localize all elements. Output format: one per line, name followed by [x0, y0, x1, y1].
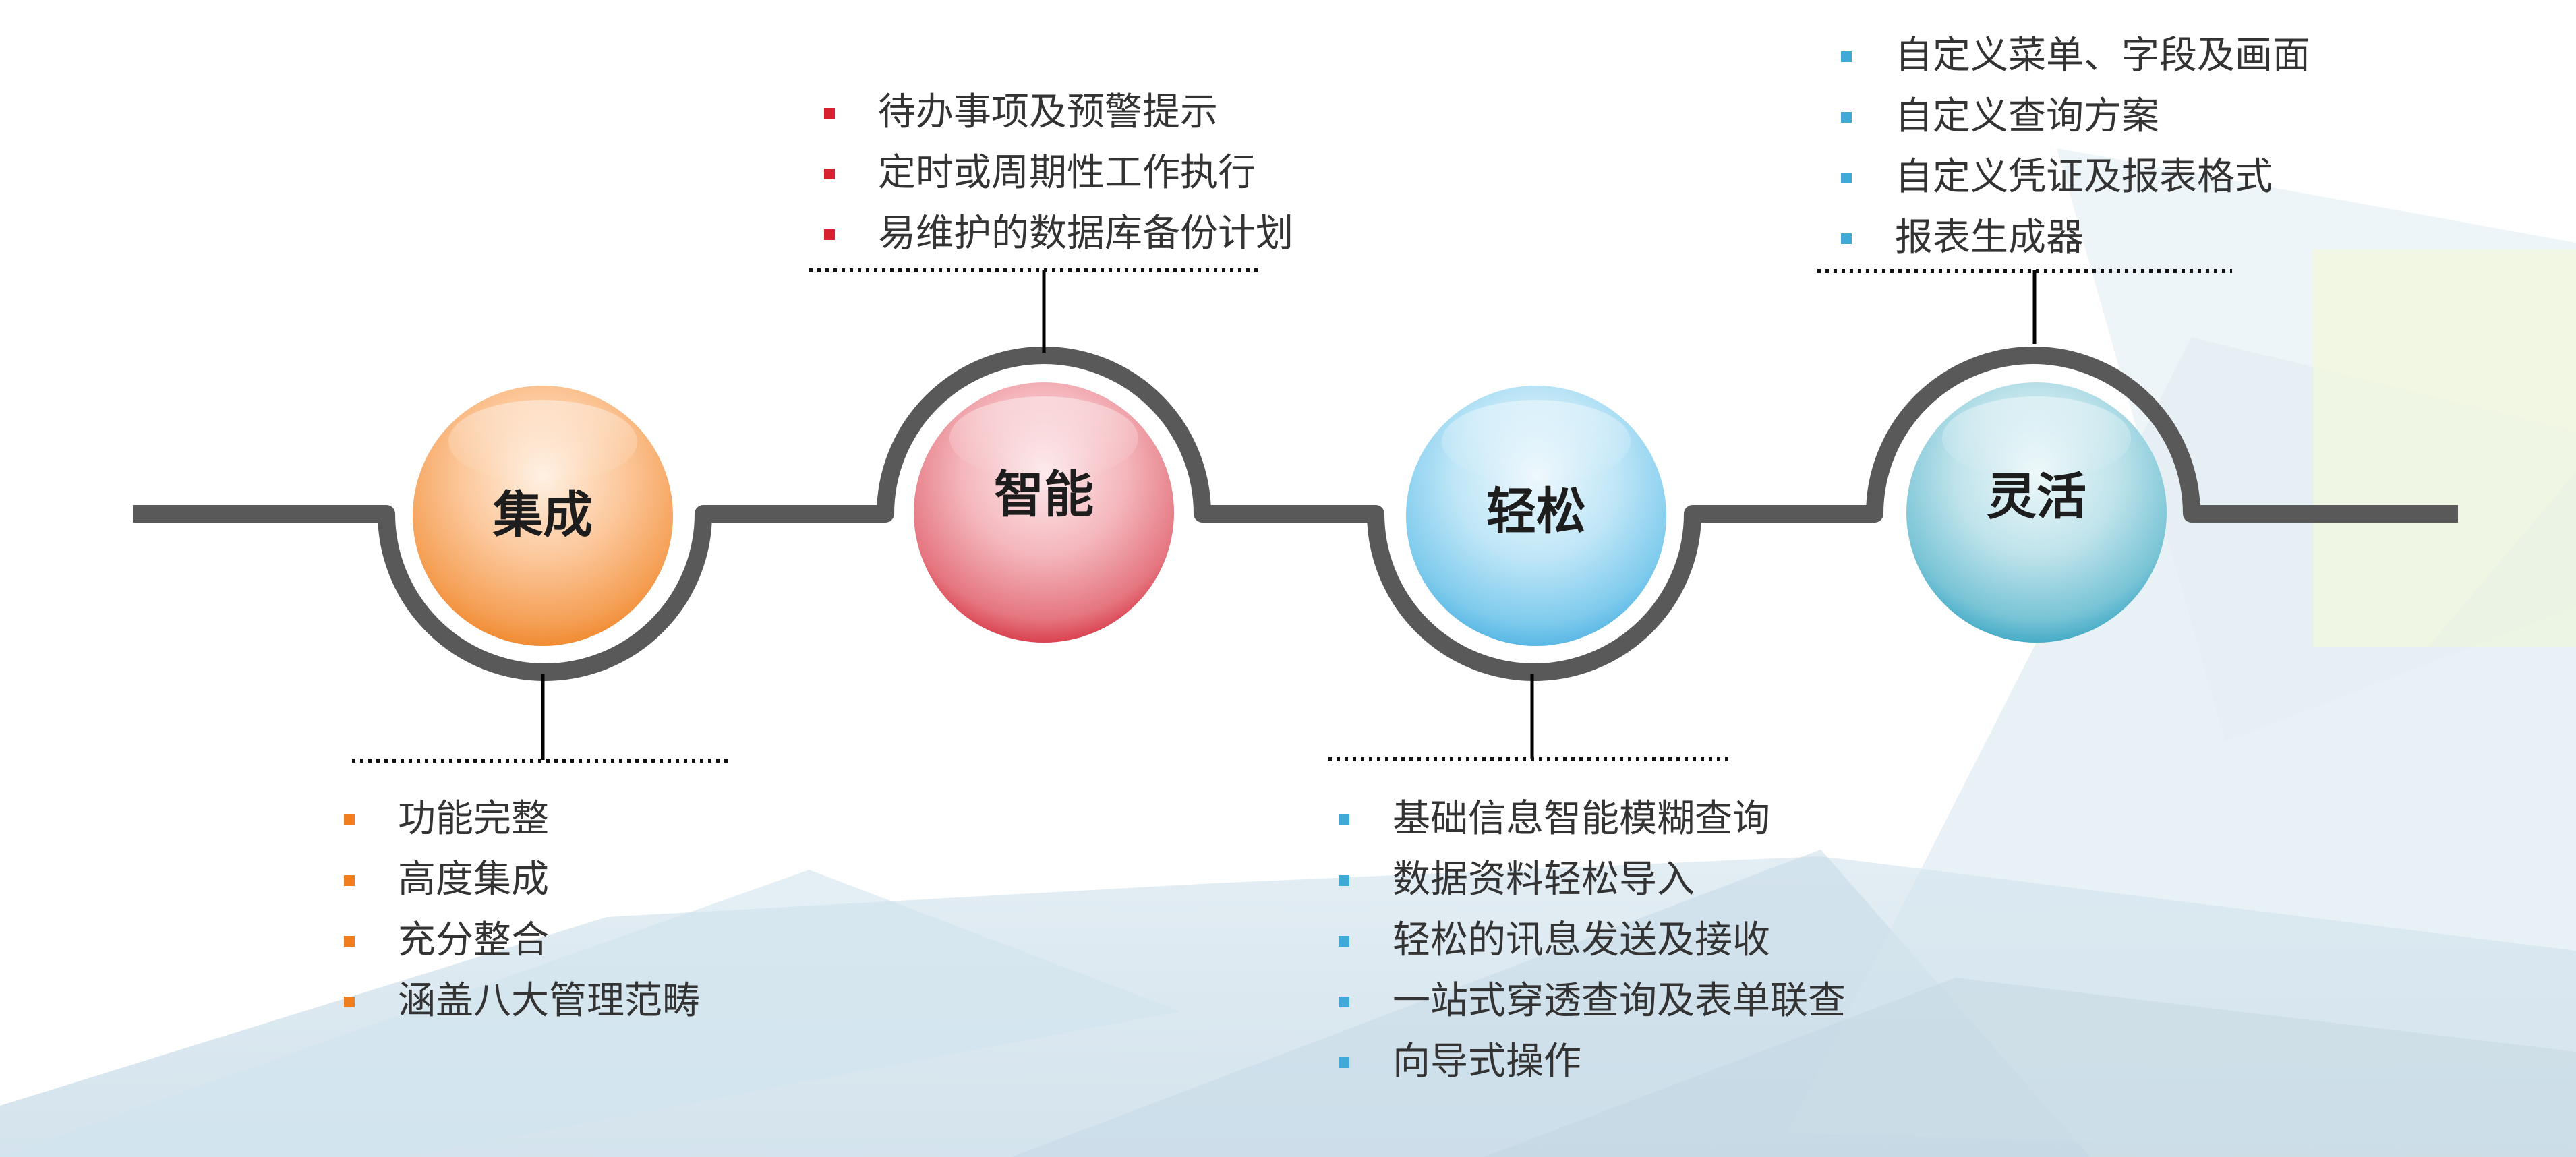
list-item-text: 一站式穿透查询及表单联查	[1393, 979, 1846, 1023]
square-bullet-icon	[1339, 814, 1349, 825]
list-item-text: 轻松的讯息发送及接收	[1393, 918, 1770, 962]
list-item: 高度集成	[344, 850, 700, 910]
list-item-text: 定时或周期性工作执行	[878, 151, 1256, 195]
bg-shard-lime-2	[2313, 249, 2576, 647]
list-item: 待办事项及预警提示	[824, 82, 1293, 143]
list-item-text: 高度集成	[398, 858, 549, 901]
list-item-text: 功能完整	[398, 797, 549, 841]
square-bullet-icon	[824, 229, 835, 240]
node-label-jicheng: 集成	[493, 486, 593, 544]
square-bullet-icon	[1339, 1057, 1349, 1068]
node-zhineng-sphere	[914, 382, 1174, 643]
list-item: 一站式穿透查询及表单联查	[1339, 971, 1846, 1032]
square-bullet-icon	[1339, 936, 1349, 947]
node-qingsong-sphere	[1406, 386, 1666, 646]
list-item: 向导式操作	[1339, 1032, 1846, 1092]
list-item-text: 向导式操作	[1393, 1040, 1581, 1084]
list-item: 自定义查询方案	[1841, 86, 2310, 147]
square-bullet-icon	[824, 169, 835, 179]
list-item: 报表生成器	[1841, 208, 2310, 268]
timeline-track	[133, 347, 2458, 681]
list-item-text: 易维护的数据库备份计划	[878, 212, 1293, 256]
bullet-list-qingsong: 基础信息智能模糊查询 数据资料轻松导入 轻松的讯息发送及接收 一站式穿透查询及表…	[1339, 789, 1846, 1092]
bullet-list-jicheng: 功能完整 高度集成 充分整合 涵盖八大管理范畴	[344, 789, 700, 1032]
square-bullet-icon	[344, 814, 355, 825]
bullet-list-zhineng: 待办事项及预警提示 定时或周期性工作执行 易维护的数据库备份计划	[824, 82, 1293, 264]
square-bullet-icon	[1841, 51, 1852, 62]
list-item-text: 自定义查询方案	[1895, 94, 2159, 138]
list-item: 易维护的数据库备份计划	[824, 204, 1293, 264]
list-item-text: 涵盖八大管理范畴	[398, 979, 700, 1023]
bullet-list-linghuo: 自定义菜单、字段及画面 自定义查询方案 自定义凭证及报表格式 报表生成器	[1841, 26, 2310, 268]
list-item-text: 待办事项及预警提示	[878, 90, 1218, 134]
node-linghuo-sphere	[1906, 382, 2167, 643]
list-item: 轻松的讯息发送及接收	[1339, 910, 1846, 971]
square-bullet-icon	[344, 936, 355, 947]
square-bullet-icon	[1339, 997, 1349, 1007]
square-bullet-icon	[344, 875, 355, 886]
square-bullet-icon	[824, 108, 835, 119]
node-label-qingsong: 轻松	[1486, 483, 1586, 541]
list-item-text: 报表生成器	[1895, 216, 2084, 260]
square-bullet-icon	[1841, 233, 1852, 244]
bg-shard-pale	[1484, 978, 2576, 1157]
list-item: 充分整合	[344, 910, 700, 971]
square-bullet-icon	[1339, 875, 1349, 886]
node-label-zhineng: 智能	[994, 466, 1094, 524]
bg-shard-left	[0, 870, 1180, 1157]
node-label-linghuo: 灵活	[1987, 468, 2086, 526]
list-item: 涵盖八大管理范畴	[344, 971, 700, 1032]
square-bullet-icon	[1841, 173, 1852, 183]
square-bullet-icon	[1841, 112, 1852, 123]
list-item-text: 基础信息智能模糊查询	[1393, 797, 1770, 841]
list-item-text: 充分整合	[398, 918, 549, 962]
list-item: 定时或周期性工作执行	[824, 143, 1293, 204]
list-item: 功能完整	[344, 789, 700, 850]
list-item-text: 自定义凭证及报表格式	[1895, 155, 2273, 199]
square-bullet-icon	[344, 997, 355, 1007]
list-item-text: 数据资料轻松导入	[1393, 858, 1695, 901]
list-item: 自定义凭证及报表格式	[1841, 147, 2310, 208]
list-item: 数据资料轻松导入	[1339, 850, 1846, 910]
list-item-text: 自定义菜单、字段及画面	[1895, 34, 2310, 78]
node-jicheng-sphere	[413, 386, 673, 646]
list-item: 自定义菜单、字段及画面	[1841, 26, 2310, 86]
list-item: 基础信息智能模糊查询	[1339, 789, 1846, 850]
